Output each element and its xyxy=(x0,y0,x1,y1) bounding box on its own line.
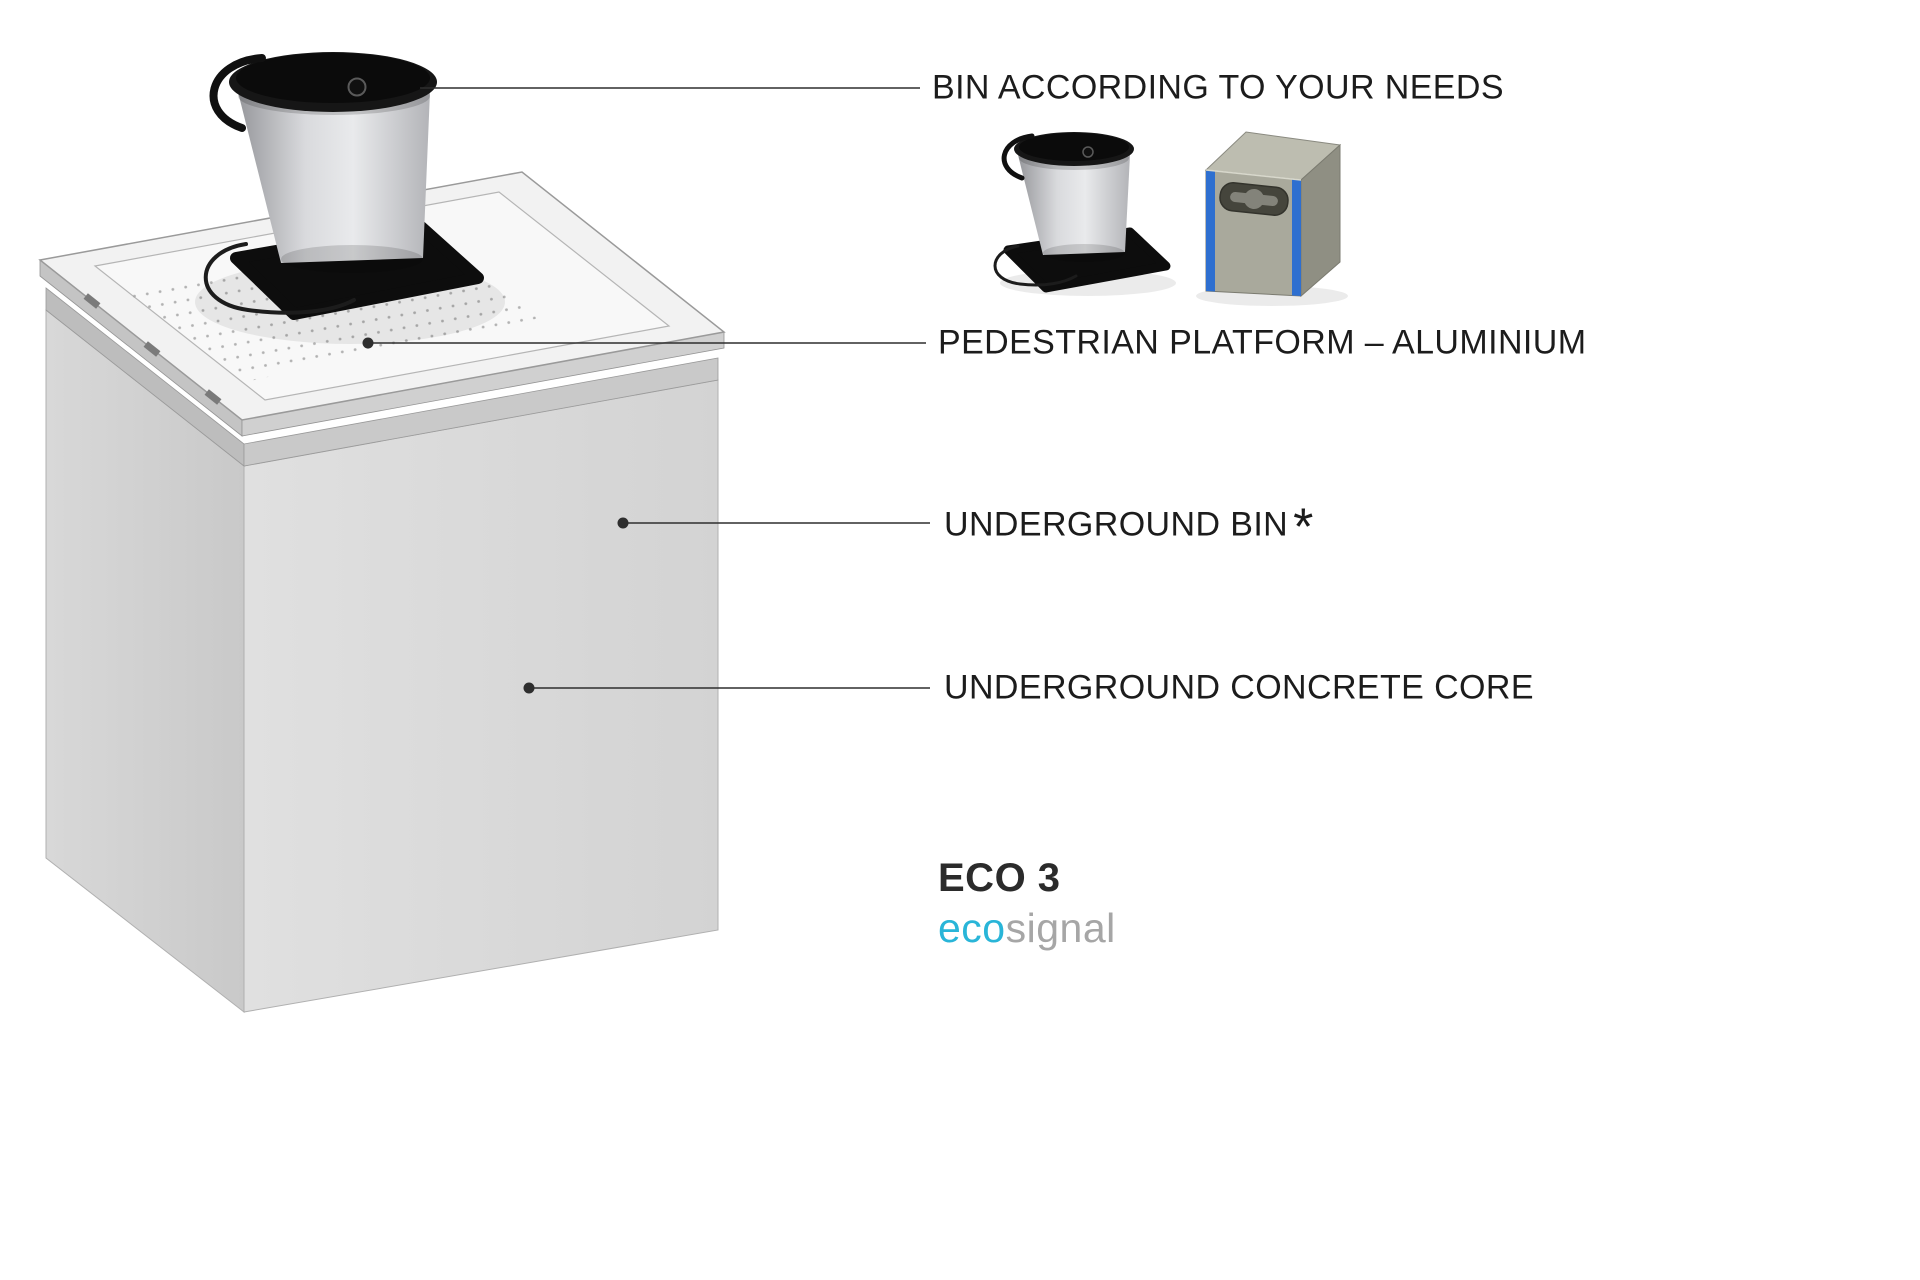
label-underground-bin-text: UNDERGROUND BIN xyxy=(944,505,1289,544)
concrete-core xyxy=(45,308,719,1014)
brand-logo-signal: signal xyxy=(1005,905,1116,951)
footnote-asterisk: * xyxy=(1293,498,1314,557)
label-bin-according-to-needs: BIN ACCORDING TO YOUR NEEDS xyxy=(932,68,1504,107)
bin-wire xyxy=(203,242,356,315)
leader-dot-underground-bin xyxy=(617,517,629,529)
main-bin xyxy=(195,52,505,344)
platform-hinges xyxy=(83,293,222,405)
label-underground-concrete-core: UNDERGROUND CONCRETE CORE xyxy=(944,668,1534,707)
lid-knob xyxy=(347,77,367,97)
leader-dot-concrete-core xyxy=(523,682,535,694)
product-name: ECO 3 xyxy=(938,856,1061,900)
box-bin-icon xyxy=(1196,131,1348,306)
round-bin-icon xyxy=(993,132,1176,296)
leader-dot-platform xyxy=(362,337,374,349)
box-bin-slot xyxy=(1219,182,1289,216)
brand-logo: ecosignal xyxy=(938,905,1116,952)
bin-handle xyxy=(209,54,266,132)
brand-logo-eco: eco xyxy=(938,905,1006,951)
label-pedestrian-platform: PEDESTRIAN PLATFORM – ALUMINIUM xyxy=(938,323,1587,362)
label-underground-bin: UNDERGROUND BIN* xyxy=(944,502,1314,554)
brand-block: ECO 3 ecosignal xyxy=(938,856,1116,952)
underground-unit-illustration xyxy=(38,52,726,1014)
leader-lines xyxy=(362,87,930,694)
